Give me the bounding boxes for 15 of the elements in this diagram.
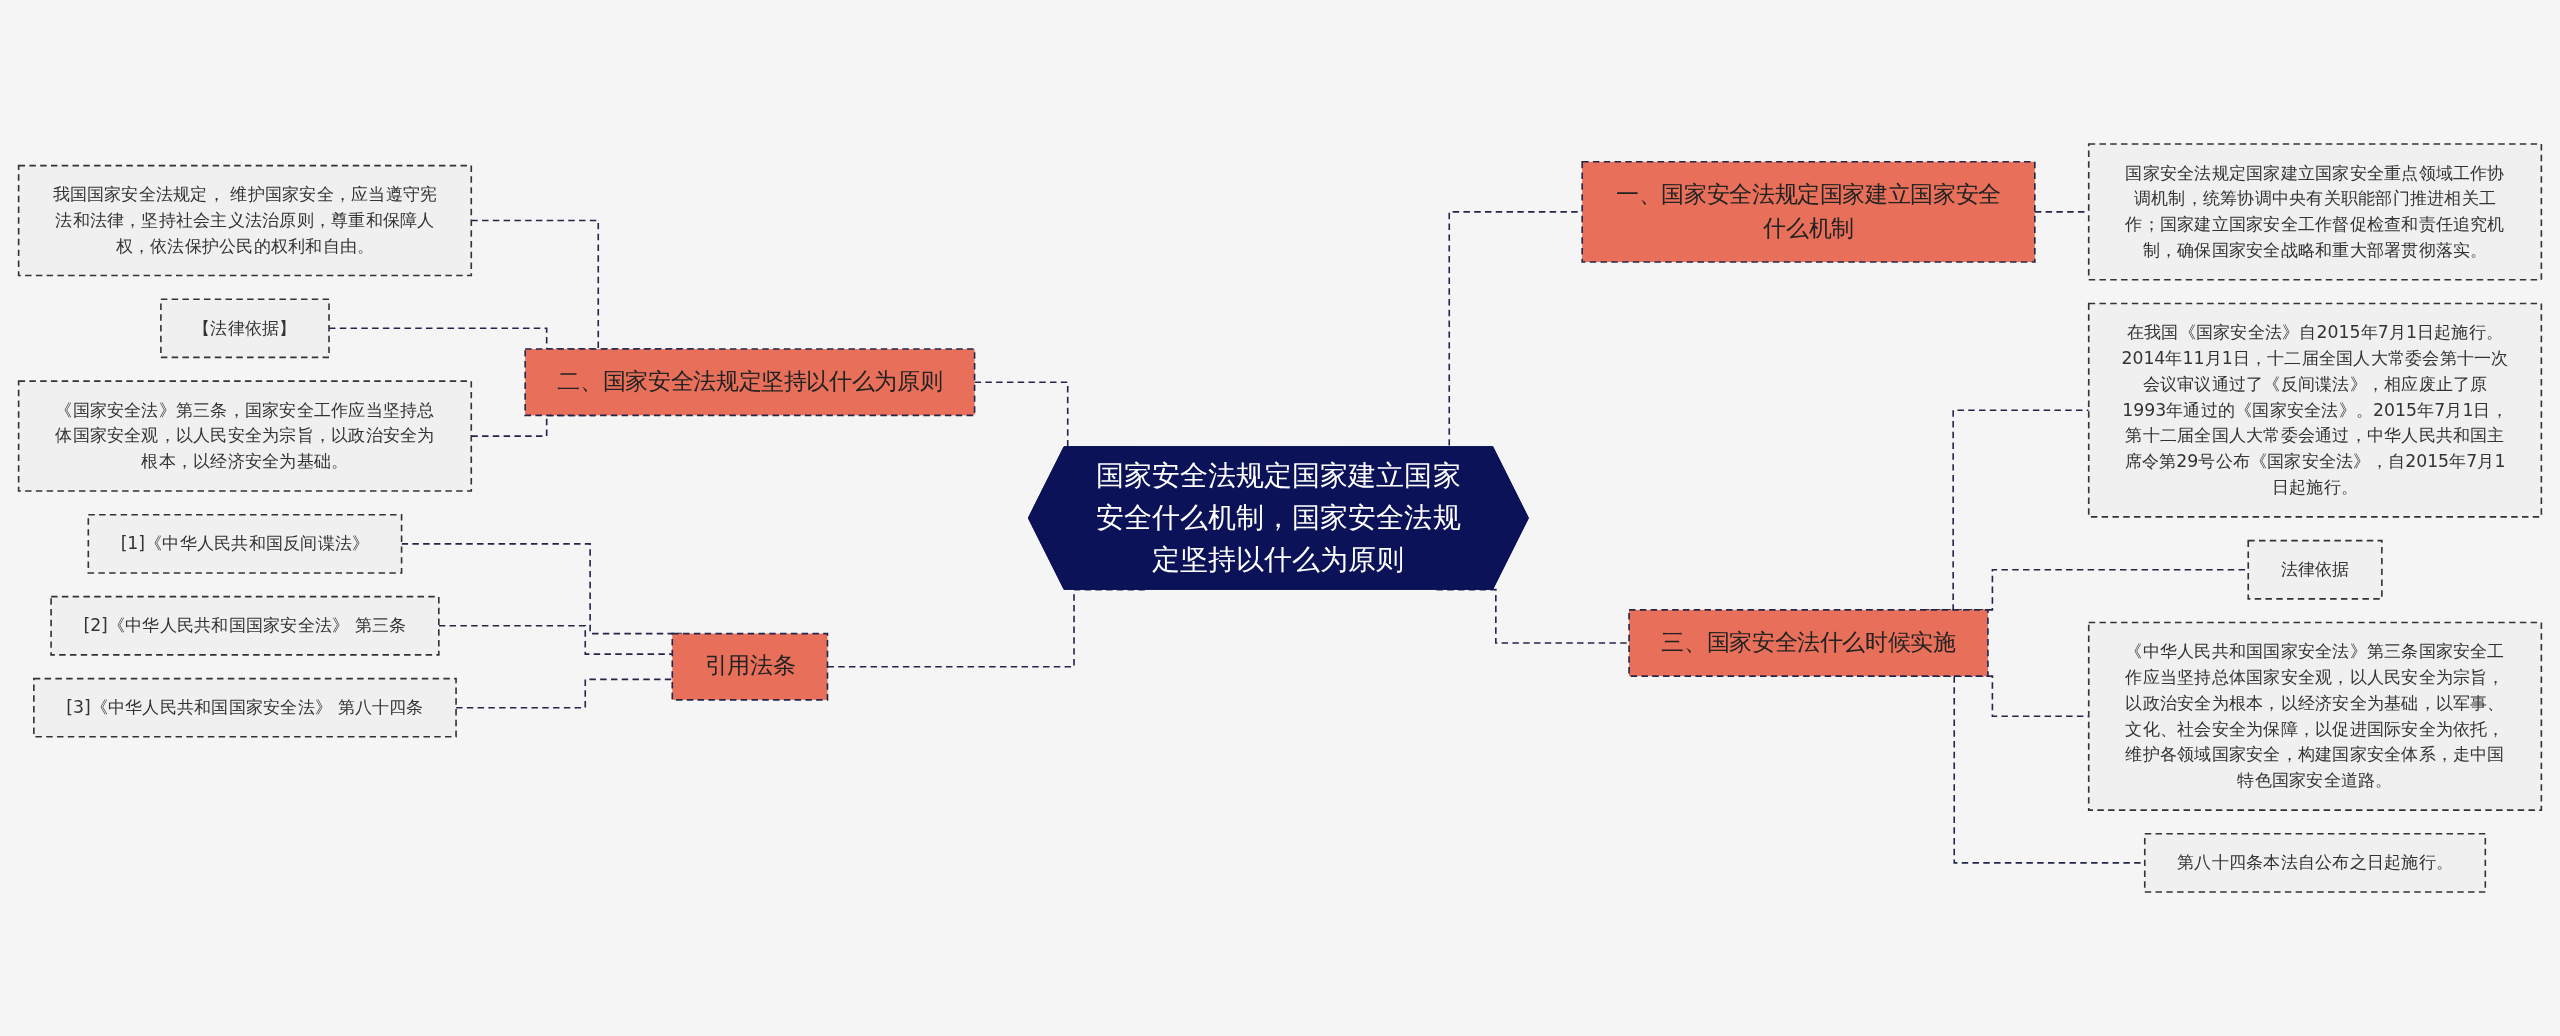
node-box: [2]《中华人民共和国国家安全法》 第三条 xyxy=(50,595,440,656)
node-box: 我国国家安全法规定， 维护国家安全，应当遵守宪法和法律，坚持社会主义法治原则，尊重和保障人权，依法保护公民的权利和自由。 xyxy=(17,164,473,277)
node-box: 一、国家安全法规定国家建立国家安全什么机制 xyxy=(1581,161,2036,263)
node-box: 《国家安全法》第三条，国家安全工作应当坚持总体国家安全观，以人民安全为宗旨，以政治安全为根本，以经济安全为基础。 xyxy=(17,380,473,492)
node-box: 引用法条 xyxy=(671,632,829,701)
node-box: 【法律依据】 xyxy=(160,298,330,359)
node-box: 在我国《国家安全法》自2015年7月1日起施行。2014年11月1日，十二届全国人大常委会第十一次会议审议通过了《反间谍法》，相应废止了原1993年通过的《国家安全法》。2015年7月1日，第十二届全国人大常委会通过，中华人民共和国主席令第29号公布《国家安全法》，自2015年7月1日起施行。 xyxy=(2087,302,2543,518)
node-box: 三、国家安全法什么时候实施 xyxy=(1628,609,1989,677)
node-box: 国家安全法规定国家建立国家安全重点领域工作协调机制，统筹协调中央有关职能部门推进相关工作；国家建立国家安全工作督促检查和责任追究机制，确保国家安全战略和重大部署贯彻落实。 xyxy=(2087,143,2543,281)
node-box: 法律依据 xyxy=(2247,539,2383,600)
node-box: 《中华人民共和国国家安全法》第三条国家安全工作应当坚持总体国家安全观，以人民安全为宗旨，以政治安全为根本，以经济安全为基础，以军事、文化、社会安全为保障，以促进国际安全为依托，维护各领域国家安全，构建国家安全体系，走中国特色国家安全道路。 xyxy=(2087,621,2543,811)
node-box: 第八十四条本法自公布之日起施行。 xyxy=(2143,832,2487,893)
node-box: 二、国家安全法规定坚持以什么为原则 xyxy=(524,348,976,417)
node-box: [1]《中华人民共和国反间谍法》 xyxy=(87,513,403,574)
node-box: [3]《中华人民共和国国家安全法》 第八十四条 xyxy=(33,677,457,738)
